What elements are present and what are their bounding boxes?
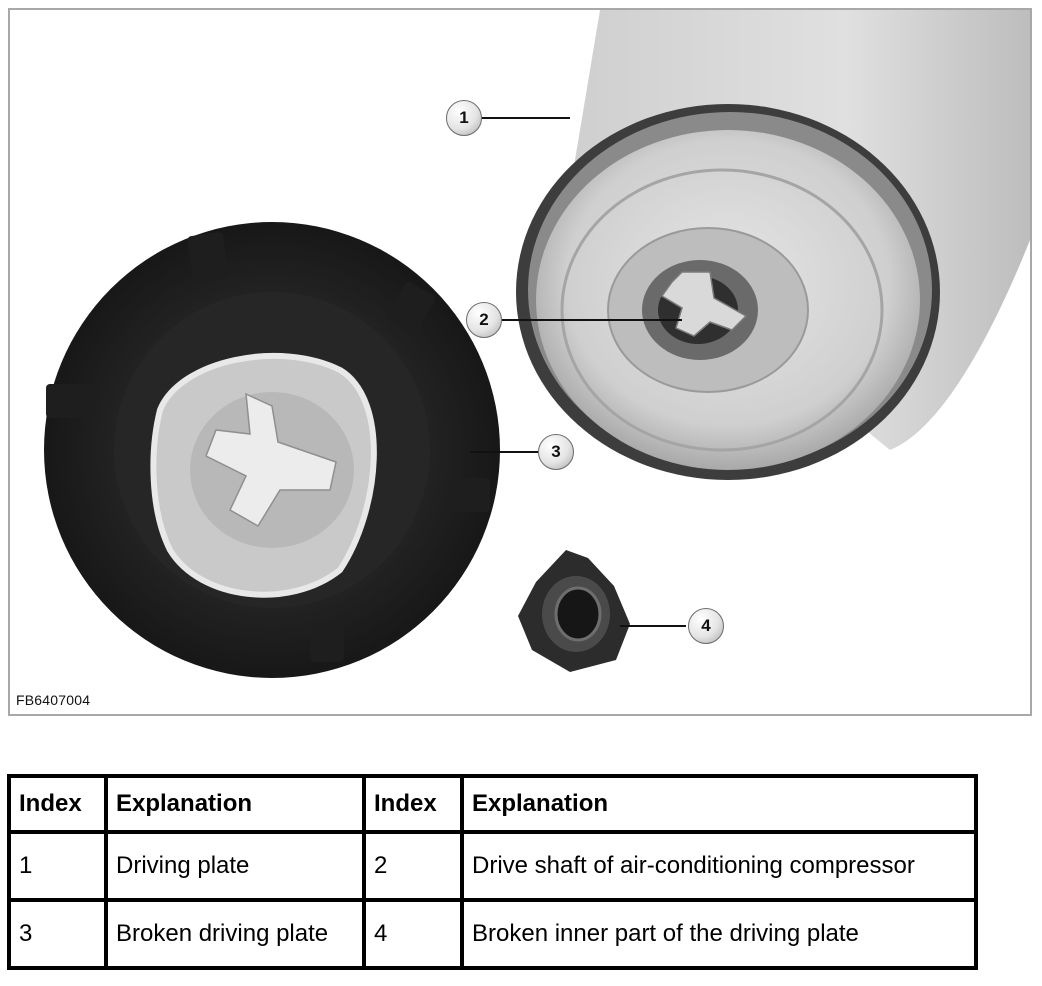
callout-2: 2: [466, 302, 502, 338]
drive-shaft: [660, 271, 748, 337]
header-index-1: Index: [7, 774, 108, 834]
legend-table: Index Explanation Index Explanation 1 Dr…: [7, 774, 978, 970]
legend-row: 1 Driving plate 2 Drive shaft of air-con…: [7, 830, 978, 902]
header-explanation-1: Explanation: [104, 774, 366, 834]
callout-1: 1: [446, 100, 482, 136]
callout-3: 3: [538, 434, 574, 470]
legend-index: 4: [362, 898, 464, 970]
callout-4: 4: [688, 608, 724, 644]
legend-index: 2: [362, 830, 464, 902]
legend-explanation: Broken driving plate: [104, 898, 366, 970]
leader-lines: [470, 117, 686, 627]
figure-code: FB6407004: [16, 692, 91, 708]
header-index-2: Index: [362, 774, 464, 834]
legend-header-row: Index Explanation Index Explanation: [7, 774, 978, 834]
legend-row: 3 Broken driving plate 4 Broken inner pa…: [7, 898, 978, 970]
parts-illustration: [44, 10, 1030, 678]
driving-plate-assembly: [516, 10, 1030, 480]
broken-driving-plate: [44, 222, 500, 678]
legend-explanation: Broken inner part of the driving plate: [460, 898, 978, 970]
figure-frame: 1 2 3 4 FB6407004: [8, 8, 1032, 716]
legend-explanation: Drive shaft of air-conditioning compress…: [460, 830, 978, 902]
legend-index: 3: [7, 898, 108, 970]
header-explanation-2: Explanation: [460, 774, 978, 834]
legend-index: 1: [7, 830, 108, 902]
broken-inner-part: [518, 550, 630, 672]
legend-explanation: Driving plate: [104, 830, 366, 902]
